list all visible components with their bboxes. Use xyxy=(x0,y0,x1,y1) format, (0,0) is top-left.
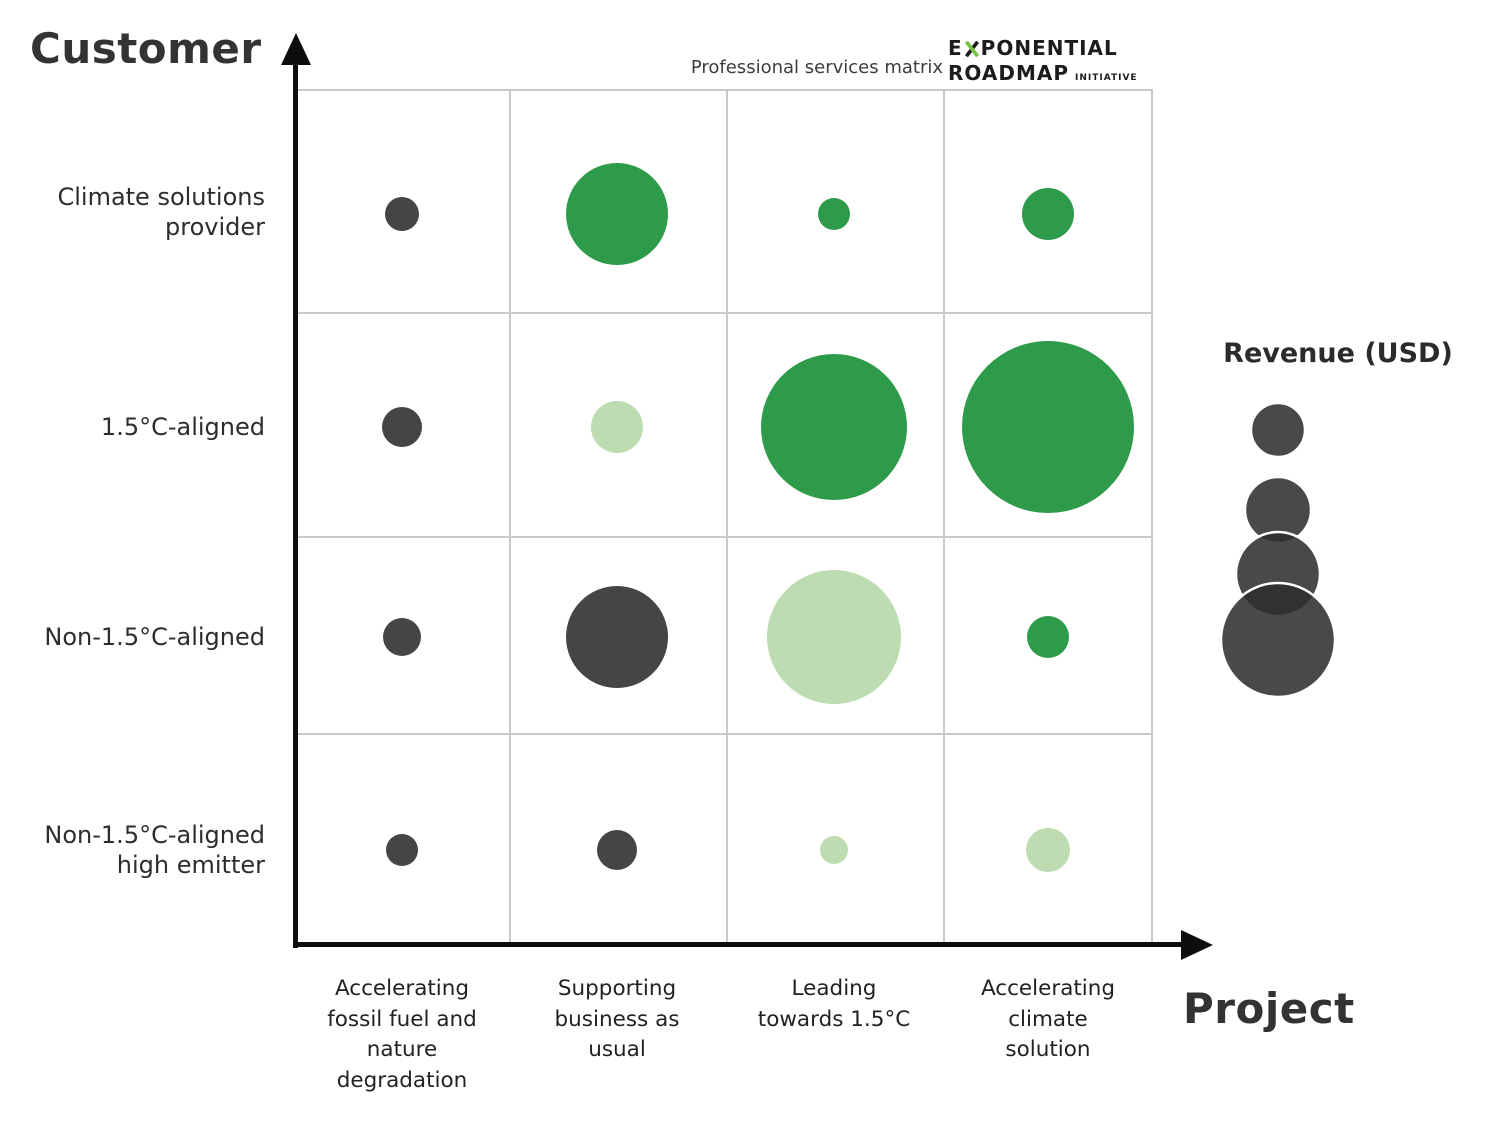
bubble-r2-c3 xyxy=(1027,616,1069,658)
bubble-r1-c3 xyxy=(962,341,1134,513)
x-axis-line xyxy=(293,942,1185,947)
gridline-vertical-1 xyxy=(509,89,511,945)
legend-bubble-scale xyxy=(1219,401,1337,699)
x-category-accelerating-climate-solution: Accelerating climate solution xyxy=(980,976,1116,1063)
bubble-r0-c3 xyxy=(1022,188,1074,240)
logo-line-exponential: E PONENTIAL xyxy=(948,36,1138,60)
chart-subtitle: Professional services matrix xyxy=(690,57,943,78)
grid-border-right xyxy=(1151,89,1153,945)
gridline-vertical-3 xyxy=(943,89,945,945)
logo-x-icon xyxy=(964,40,979,57)
x-axis-arrowhead-icon xyxy=(1181,930,1213,960)
bubble-r3-c1 xyxy=(597,830,637,870)
bubble-r2-c0 xyxy=(383,618,421,656)
bubble-r0-c1 xyxy=(566,163,668,265)
y-category-non-1-5c-aligned-high-emitter: Non-1.5°C-aligned high emitter xyxy=(44,820,265,879)
legend-bubble-1 xyxy=(1249,401,1307,459)
bubble-r1-c2 xyxy=(761,354,907,500)
bubble-r1-c1 xyxy=(591,401,643,453)
x-category-leading-towards-1-5c: Leading towards 1.5°C xyxy=(757,976,911,1032)
x-category-supporting-business-as-usual: Supporting business as usual xyxy=(554,976,680,1063)
bubble-r3-c0 xyxy=(386,834,418,866)
logo-line-roadmap: ROADMAP INITIATIVE xyxy=(948,61,1138,85)
y-category-1-5c-aligned: 1.5°C-aligned xyxy=(100,412,265,441)
x-axis-title: Project xyxy=(1183,984,1355,1033)
y-axis-arrowhead-icon xyxy=(281,33,311,65)
y-axis-line xyxy=(293,58,298,948)
bubble-r3-c2 xyxy=(820,836,848,864)
y-category-non-1-5c-aligned: Non-1.5°C-aligned xyxy=(44,622,265,651)
logo-text-initiative: INITIATIVE xyxy=(1074,73,1138,83)
bubble-r0-c2 xyxy=(818,198,850,230)
bubble-r1-c0 xyxy=(382,407,422,447)
bubble-r3-c3 xyxy=(1026,828,1070,872)
legend-title: Revenue (USD) xyxy=(1223,338,1453,369)
bubble-r0-c0 xyxy=(385,197,419,231)
gridline-vertical-2 xyxy=(726,89,728,945)
gridline-horizontal-2 xyxy=(295,536,1153,538)
grid-border-top xyxy=(295,89,1153,91)
logo-text-e: E xyxy=(948,36,963,60)
y-category-climate-solutions-provider: Climate solutions provider xyxy=(57,182,265,241)
x-category-accelerating-fossil-fuel: Accelerating fossil fuel and nature degr… xyxy=(327,976,477,1093)
bubble-r2-c1 xyxy=(566,586,668,688)
gridline-horizontal-3 xyxy=(295,733,1153,735)
logo-text-roadmap: ROADMAP xyxy=(948,61,1069,85)
logo-text-ponential: PONENTIAL xyxy=(980,36,1118,60)
exponential-roadmap-logo: E PONENTIAL ROADMAP INITIATIVE xyxy=(948,36,1138,85)
y-axis-title: Customer xyxy=(30,24,262,73)
bubble-r2-c2 xyxy=(767,570,901,704)
legend-bubble-4 xyxy=(1219,581,1337,699)
gridline-horizontal-1 xyxy=(295,312,1153,314)
